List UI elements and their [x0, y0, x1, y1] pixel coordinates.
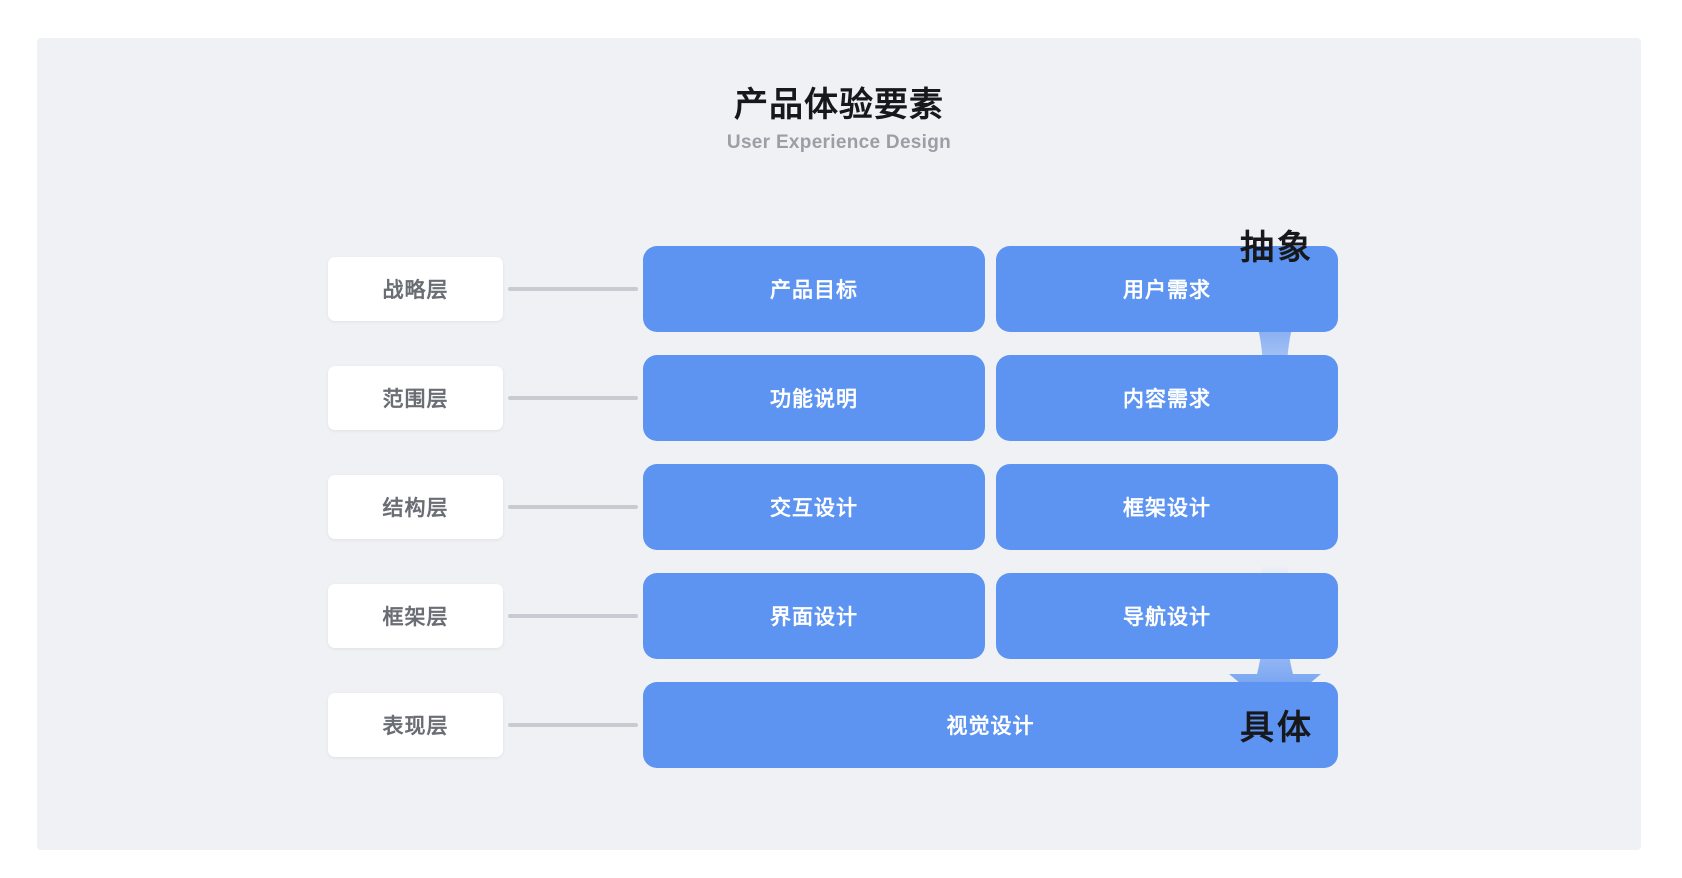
connector-line: [508, 614, 638, 618]
layer-item-box[interactable]: 功能说明: [643, 355, 985, 441]
layer-item-box[interactable]: 产品目标: [643, 246, 985, 332]
page-subtitle: User Experience Design: [726, 131, 952, 153]
layer-label-card[interactable]: 范围层: [328, 366, 503, 430]
layer-items: 交互设计 框架设计: [643, 464, 1338, 550]
layer-label-card[interactable]: 表现层: [328, 693, 503, 757]
layer-label-card[interactable]: 战略层: [328, 257, 503, 321]
layer-items: 视觉设计: [643, 682, 1338, 768]
layer-item-box[interactable]: 界面设计: [643, 573, 985, 659]
layer-item-box[interactable]: 框架设计: [996, 464, 1338, 550]
layer-row: 结构层 交互设计 框架设计: [328, 464, 1338, 550]
abstraction-axis: 抽象: [1177, 206, 1377, 786]
connector-line: [508, 723, 638, 727]
connector-line: [508, 505, 638, 509]
layer-label-card[interactable]: 框架层: [328, 584, 503, 648]
page-title: 产品体验要素: [734, 86, 944, 124]
arrow-down-icon: [1229, 564, 1321, 712]
layer-item-box[interactable]: 交互设计: [643, 464, 985, 550]
axis-top-label: 抽象: [1240, 229, 1314, 267]
axis-bottom-label: 具体: [1240, 709, 1314, 747]
heading-block: 产品体验要素 User Experience Design: [37, 84, 1641, 154]
arrow-up-icon: [1229, 286, 1321, 434]
connector-line: [508, 396, 638, 400]
content-panel: 产品体验要素 User Experience Design 战略层 产品目标 用…: [37, 38, 1641, 850]
layer-label-card[interactable]: 结构层: [328, 475, 503, 539]
layer-item-box[interactable]: 视觉设计: [643, 682, 1338, 768]
layer-row: 表现层 视觉设计: [328, 682, 1338, 768]
connector-line: [508, 287, 638, 291]
